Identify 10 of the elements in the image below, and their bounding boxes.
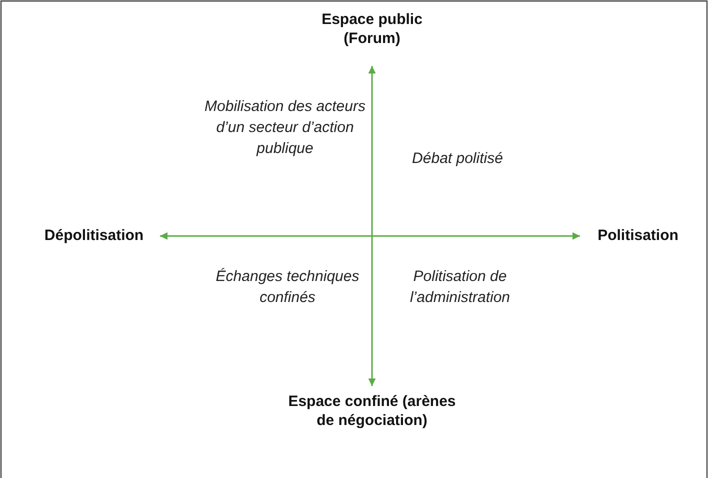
quadrant-label: Débat politisé xyxy=(411,149,504,169)
axis-label: Politisation xyxy=(588,226,688,245)
double-arrow xyxy=(160,232,580,240)
double-arrow xyxy=(368,66,376,386)
quadrant-label: Mobilisation des acteurs d’un secteur d’action publique xyxy=(204,97,366,159)
axis-label: Dépolitisation xyxy=(33,226,155,245)
quadrant-label: Échanges techniques confinés xyxy=(214,267,360,308)
axis-label: Espace public (Forum) xyxy=(292,10,452,48)
quadrant-label: Politisation de l’administration xyxy=(408,267,512,308)
axis-label: Espace confiné (arènes de négociation) xyxy=(287,392,457,430)
